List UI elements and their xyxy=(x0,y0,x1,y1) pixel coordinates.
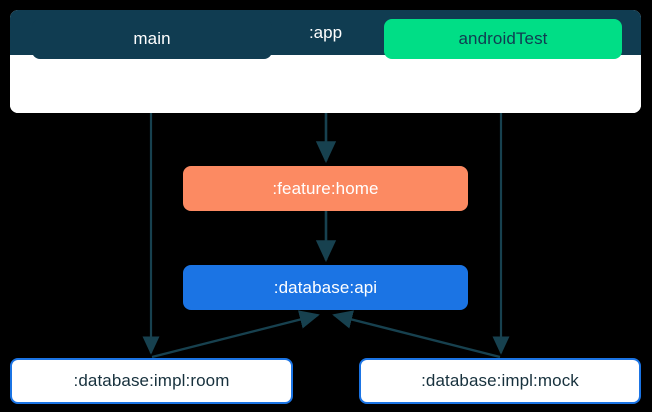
edge-room-to-database-api xyxy=(151,310,320,359)
group-app[interactable]: :app main androidTest xyxy=(10,10,641,113)
node-database-impl-room[interactable]: :database:impl:room xyxy=(10,358,293,404)
group-app-body xyxy=(10,55,641,113)
node-main[interactable]: main xyxy=(32,19,272,59)
edge-mock-to-database-api xyxy=(332,310,501,359)
node-androidtest[interactable]: androidTest xyxy=(384,19,622,59)
node-database-impl-mock[interactable]: :database:impl:mock xyxy=(359,358,641,404)
node-feature-home[interactable]: :feature:home xyxy=(183,166,468,211)
node-database-api[interactable]: :database:api xyxy=(183,265,468,310)
